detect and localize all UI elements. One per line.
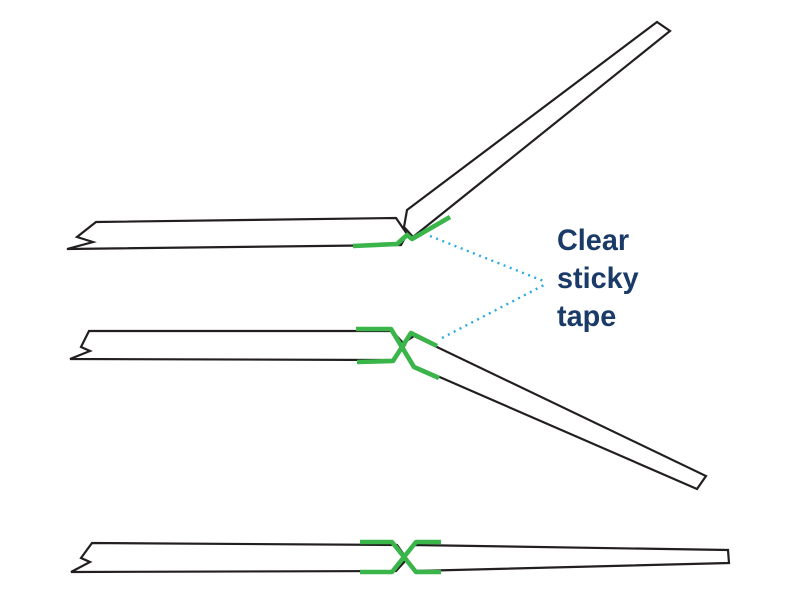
step-1-left-strip-icon <box>66 216 409 251</box>
callout-leader-line-upper <box>429 234 547 284</box>
step-3-tape-highlight-lower <box>360 539 441 575</box>
step-2-figure <box>69 326 708 491</box>
step-3-figure <box>70 539 731 575</box>
step-1-right-strip-icon <box>402 20 672 239</box>
step-3-right-strip-icon <box>401 543 731 573</box>
step-1-figure <box>66 20 672 251</box>
callout-text: Clear sticky tape <box>557 222 639 336</box>
step-1-tape-highlight <box>352 215 452 249</box>
step-3-left-strip-icon <box>70 541 409 574</box>
callout-text-line-2: sticky <box>557 262 639 295</box>
step-2-right-strip-icon <box>400 334 708 491</box>
callout-text-line-3: tape <box>557 300 617 333</box>
callout-leader-line-lower <box>441 282 547 340</box>
callout-text-line-1: Clear <box>557 224 630 257</box>
step-2-tape-highlight-lower <box>356 330 439 365</box>
step-2-left-strip-icon <box>69 329 407 362</box>
